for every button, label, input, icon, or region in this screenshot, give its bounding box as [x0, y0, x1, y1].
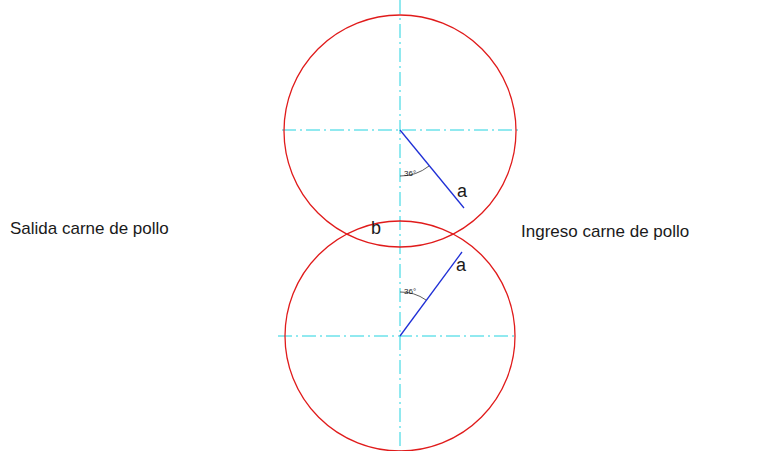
flow-label: Ingreso carne de pollo [521, 223, 689, 240]
dimension-letter: a [457, 182, 467, 200]
upper-radius [400, 130, 464, 208]
lower-radius [400, 252, 462, 336]
dimension-letter: a [456, 256, 466, 274]
flow-label: Salida carne de pollo [10, 220, 169, 237]
lower-circle [285, 221, 515, 451]
dimension-letter: b [371, 219, 381, 237]
angle-label: 36° [404, 170, 416, 178]
angle-label: 36° [404, 288, 416, 296]
upper-circle [284, 15, 516, 247]
center-lines [278, 0, 520, 451]
